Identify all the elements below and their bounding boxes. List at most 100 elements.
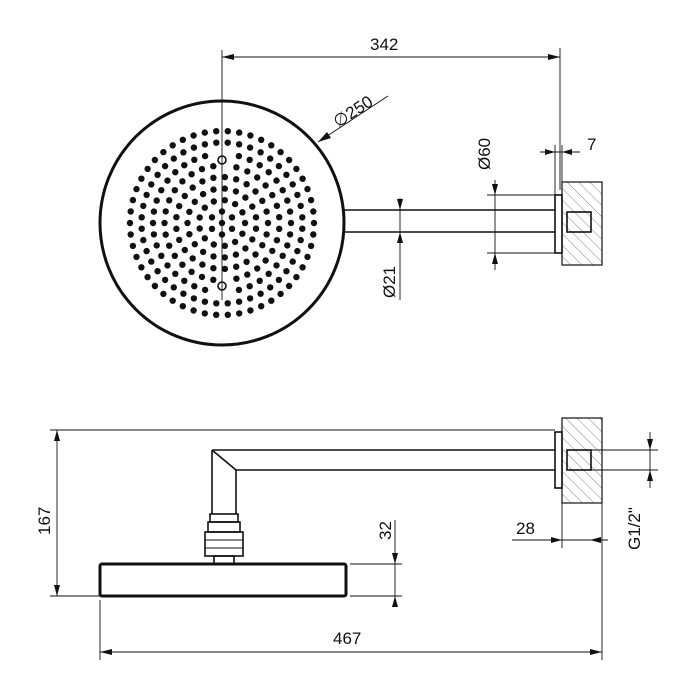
nozzle-dot	[285, 156, 293, 164]
nozzle-dot	[138, 175, 145, 182]
nozzle-dot	[232, 188, 240, 195]
nozzle-dot	[231, 200, 239, 208]
nozzle-dot	[144, 273, 151, 281]
nozzle-dot	[213, 139, 220, 146]
nozzle-dot	[289, 258, 296, 265]
arrow-167-top	[54, 430, 60, 441]
wall-connector-side	[566, 449, 592, 471]
nozzle-dot	[153, 197, 160, 204]
nozzle-dot	[181, 246, 188, 254]
nozzle-dot	[143, 191, 150, 199]
nozzle-dot	[247, 132, 254, 139]
arrow-7-left	[545, 149, 555, 155]
flange-side	[554, 431, 563, 489]
nozzle-dot	[258, 136, 265, 143]
nozzle-dot	[287, 219, 295, 227]
nozzle-dot	[239, 209, 246, 216]
nozzle-dot	[196, 225, 203, 232]
nozzle-dot	[148, 258, 155, 265]
nozzle-dot	[170, 284, 177, 291]
nozzle-dot	[265, 169, 272, 176]
nozzle-dot	[169, 297, 176, 304]
label-250: ∅250	[330, 92, 377, 131]
flange	[554, 194, 563, 254]
nozzle-dot	[201, 286, 209, 294]
nozzle-dot	[273, 177, 280, 184]
nozzle-dot	[138, 264, 145, 271]
nozzle-dot	[268, 142, 275, 149]
nozzle-dot	[196, 214, 203, 221]
nozzle-dot	[242, 245, 249, 252]
label-28: 28	[516, 519, 535, 538]
nozzle-dot	[235, 152, 243, 160]
nozzle-dot	[252, 188, 259, 195]
nozzle-dot	[252, 251, 259, 258]
screw-bottom	[217, 281, 227, 291]
nozzle-dot	[179, 303, 186, 310]
nozzle-dot	[179, 261, 186, 268]
nozzle-dot	[166, 242, 173, 249]
nozzle-dot	[262, 257, 269, 264]
nozzle-dot	[235, 298, 243, 305]
nozzle-dot	[180, 149, 187, 156]
nozzle-dot	[176, 202, 183, 210]
arrow-7-right	[562, 149, 572, 155]
nozzle-dot	[221, 242, 228, 249]
label-21: Ø21	[380, 266, 399, 298]
nozzle-dot	[133, 185, 140, 193]
nozzle-dot	[221, 254, 228, 261]
nozzle-dot	[283, 268, 290, 275]
nozzle-dot	[201, 235, 208, 242]
nozzle-dot	[221, 173, 229, 181]
nozzle-dot	[283, 171, 290, 178]
nozzle-dot	[188, 268, 195, 275]
nozzle-dot	[275, 276, 283, 284]
nozzle-dot	[164, 262, 171, 269]
nozzle-dot	[188, 171, 195, 178]
nozzle-dot	[171, 187, 178, 194]
nozzle-dot	[186, 231, 193, 238]
nozzle-dot	[198, 165, 206, 173]
arrow-g12-bottom	[647, 470, 653, 481]
nozzle-dot	[138, 225, 145, 232]
nozzle-dot	[285, 282, 293, 290]
nozzle-dot	[257, 290, 264, 297]
nozzle-dot	[161, 162, 169, 170]
nozzle-dot	[169, 142, 176, 149]
arrow-32-bottom	[392, 596, 398, 607]
nozzle-dot	[210, 265, 217, 272]
nozzle-dot	[243, 181, 250, 188]
nozzle-dot	[236, 310, 243, 317]
nozzle-dot	[190, 295, 198, 302]
nozzle-dot	[210, 253, 217, 260]
nozzle-dot	[256, 277, 263, 284]
nozzle-dot	[299, 214, 306, 221]
nozzle-dot	[246, 144, 254, 151]
nozzle-dot	[307, 242, 315, 250]
nozzle-dot	[154, 268, 161, 275]
label-167: 167	[35, 507, 54, 535]
nozzle-dot	[224, 128, 231, 135]
nozzle-dot	[201, 298, 209, 305]
nozzle-dot	[286, 208, 294, 215]
nozzle-dot	[181, 277, 188, 284]
nozzle-dot	[127, 208, 134, 215]
nozzle-dot	[190, 144, 198, 151]
nozzle-dot	[191, 283, 198, 290]
arrow-467-left	[100, 649, 112, 655]
nozzle-dot	[150, 208, 158, 215]
arrow-g12-top	[647, 439, 653, 450]
nozzle-dot	[275, 162, 283, 170]
nozzle-dot	[268, 297, 275, 304]
nozzle-pattern	[126, 128, 318, 318]
nozzle-dot	[191, 241, 198, 248]
nozzle-dot	[252, 225, 260, 232]
nozzle-dot	[243, 258, 250, 265]
nozzle-dot	[273, 262, 280, 269]
nozzle-dot	[263, 231, 270, 238]
arrow-342-right	[548, 54, 560, 60]
nozzle-dot	[189, 255, 196, 262]
nozzle-dot	[172, 270, 179, 277]
nozzle-dot	[233, 263, 240, 270]
nozzle-dot	[284, 242, 291, 249]
